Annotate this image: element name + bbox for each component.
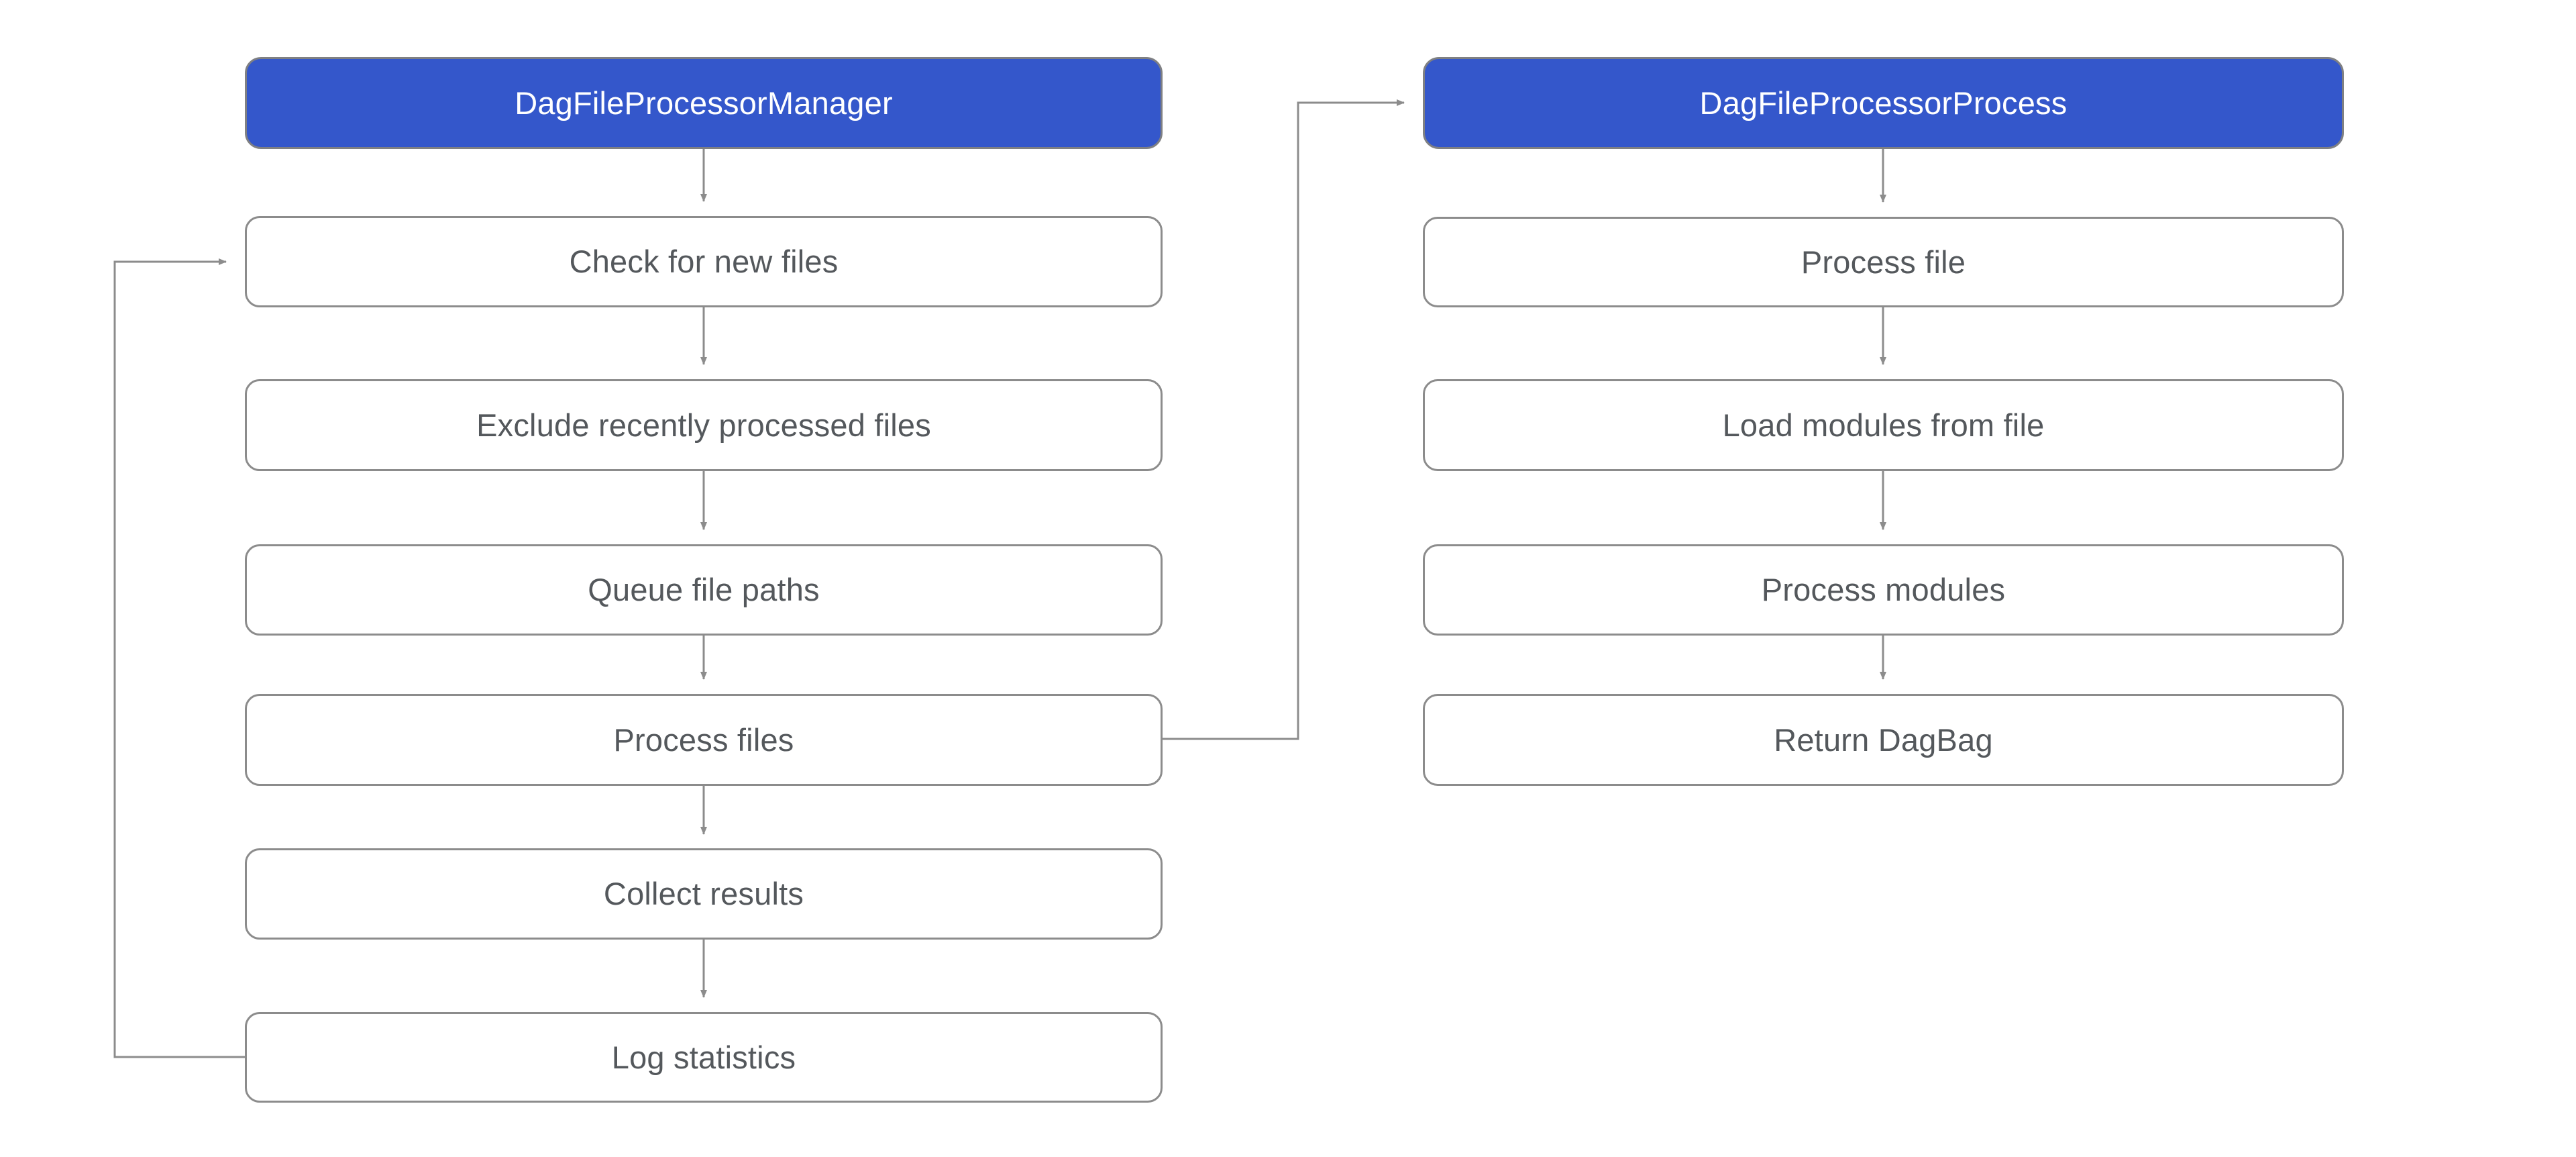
node-dagfileprocessorprocess[interactable]: DagFileProcessorProcess (1423, 57, 2344, 149)
node-label: DagFileProcessorProcess (1699, 85, 2068, 121)
node-label: Check for new files (569, 244, 839, 280)
node-process-file[interactable]: Process file (1423, 217, 2344, 307)
node-exclude-recently-processed-files[interactable]: Exclude recently processed files (245, 379, 1163, 471)
edge-log-to-check-loopback (113, 258, 245, 1058)
node-label: Collect results (603, 876, 804, 912)
node-collect-results[interactable]: Collect results (245, 848, 1163, 940)
node-label: Process file (1801, 244, 1966, 280)
node-label: Process files (613, 721, 794, 758)
node-process-files[interactable]: Process files (245, 694, 1163, 786)
node-label: Log statistics (611, 1039, 796, 1075)
node-label: Return DagBag (1774, 721, 1993, 758)
node-label: Load modules from file (1722, 407, 2045, 443)
node-check-for-new-files[interactable]: Check for new files (245, 216, 1163, 307)
node-queue-file-paths[interactable]: Queue file paths (245, 544, 1163, 636)
node-load-modules-from-file[interactable]: Load modules from file (1423, 379, 2344, 471)
node-process-modules[interactable]: Process modules (1423, 544, 2344, 636)
node-label: Process modules (1761, 572, 2006, 608)
node-log-statistics[interactable]: Log statistics (245, 1012, 1163, 1103)
node-label: Queue file paths (588, 572, 820, 608)
edge-process-files-to-processor-process (1163, 99, 1405, 740)
node-label: DagFileProcessorManager (515, 85, 893, 121)
node-return-dagbag[interactable]: Return DagBag (1423, 694, 2344, 786)
node-label: Exclude recently processed files (476, 407, 931, 443)
node-dagfileprocessormanager[interactable]: DagFileProcessorManager (245, 57, 1163, 149)
